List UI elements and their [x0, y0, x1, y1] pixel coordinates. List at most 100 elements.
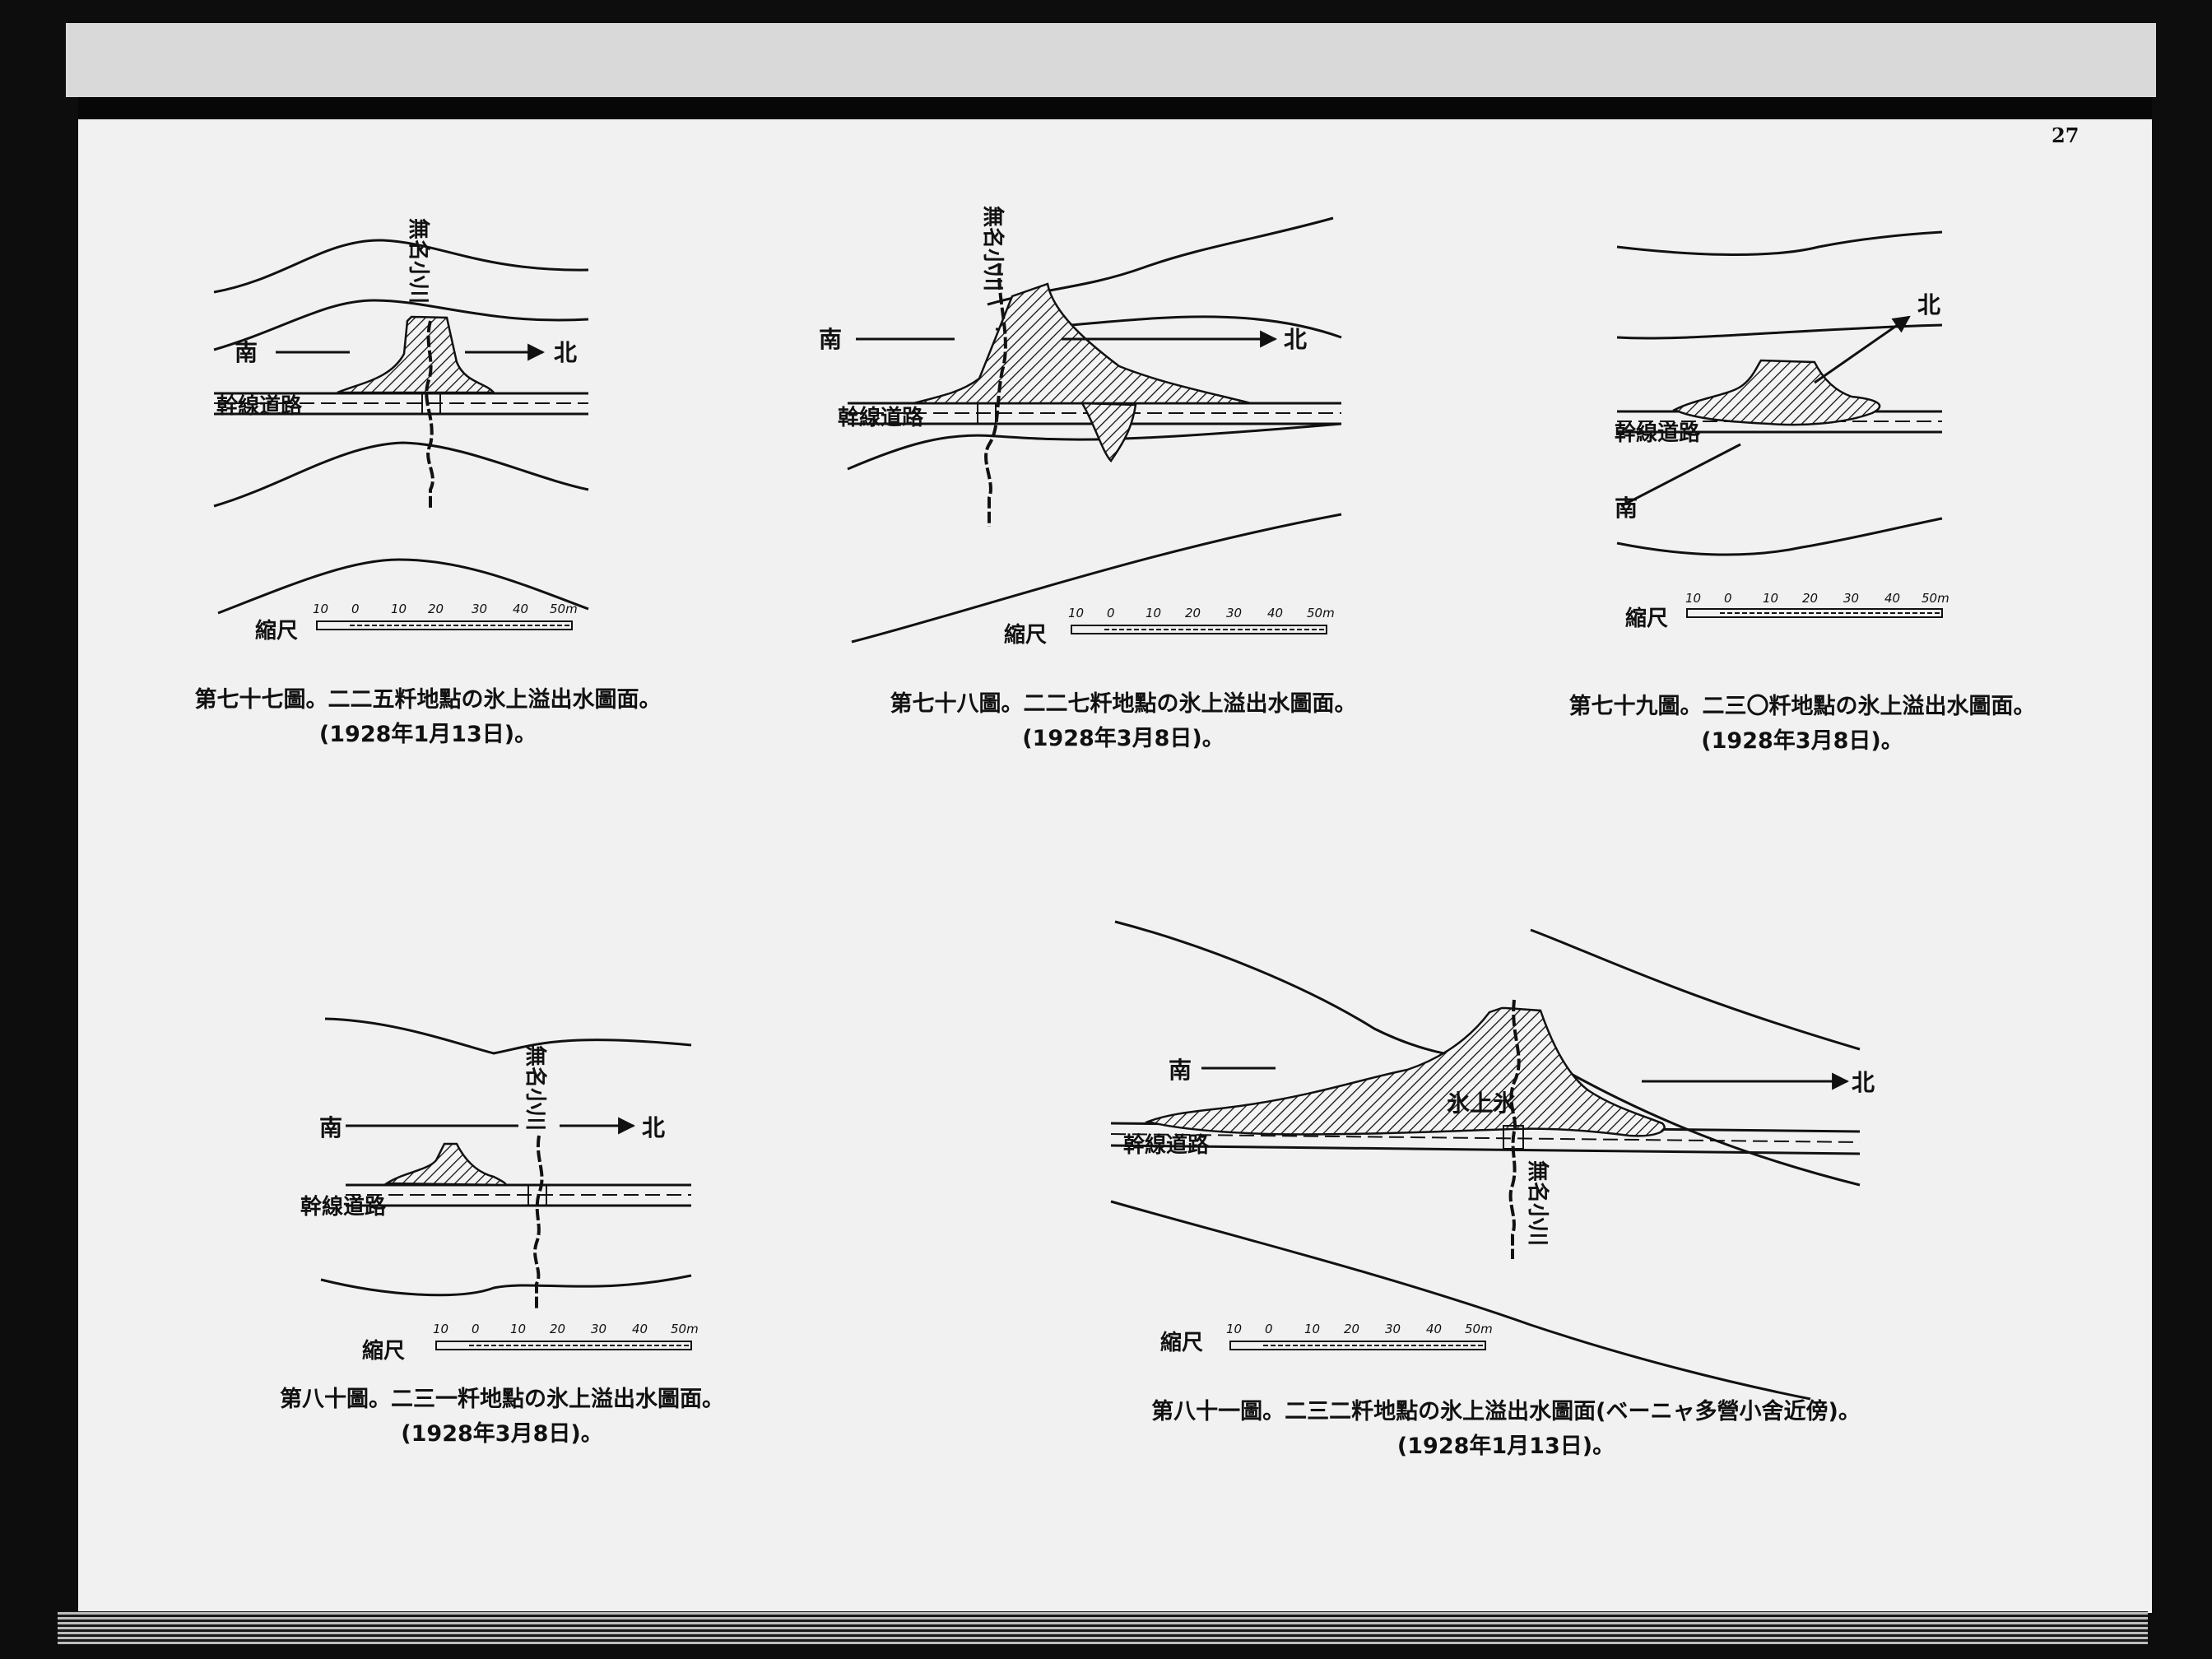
- svg-text:10: 10: [433, 1322, 448, 1336]
- north-label: 北: [642, 1114, 665, 1141]
- figure-81-caption: 第八十一圖。二三二粁地點の氷上溢出水圖面(ベーニャ多營小舍近傍)。 (1928年…: [1144, 1395, 1868, 1464]
- stream-label: 無名小川: [1525, 1160, 1550, 1246]
- culvert: [977, 402, 997, 425]
- figure-78-caption: 第七十八圖。二二七粁地點の氷上溢出水圖面。 (1928年3月8日)。: [872, 687, 1374, 756]
- south-label: 南: [819, 326, 842, 353]
- north-label: 北: [554, 339, 577, 366]
- svg-text:30: 30: [1385, 1322, 1401, 1336]
- contour-line: [1114, 920, 1523, 1061]
- north-label: 北: [1917, 291, 1940, 318]
- svg-text:10: 10: [1304, 1322, 1320, 1336]
- scan-binding-edge: [78, 97, 2152, 118]
- culvert: [421, 393, 441, 415]
- north-label: 北: [1852, 1069, 1875, 1096]
- svg-text:20: 20: [428, 602, 444, 616]
- svg-text:0: 0: [1107, 606, 1115, 620]
- caption-date: (1928年1月13日)。: [1396, 1434, 1615, 1459]
- north-label: 北: [1284, 326, 1307, 353]
- svg-text:20: 20: [1344, 1322, 1359, 1336]
- caption-date: (1928年1月13日)。: [318, 722, 537, 747]
- figure-77-diagram: 無名小川 南 北 幹線道路 縮尺 10 0 10 20 30 40 50m: [213, 218, 589, 644]
- road-centerline: [1110, 1133, 1861, 1143]
- svg-text:10: 10: [1068, 606, 1084, 620]
- page-stack-edge: [58, 1611, 2148, 1644]
- stream-label: 無名小川: [406, 218, 431, 304]
- contour-line: [217, 558, 589, 615]
- svg-text:0: 0: [1265, 1322, 1273, 1336]
- ice-overflow-area: [383, 1142, 508, 1187]
- contour-line: [1110, 1200, 1811, 1401]
- svg-text:0: 0: [472, 1322, 480, 1336]
- scale-ticks: 10 0 10 20 30 40 50m: [1685, 591, 1949, 606]
- south-label: 南: [235, 339, 258, 366]
- scale-bar: [435, 1341, 692, 1350]
- svg-text:40: 40: [1426, 1322, 1442, 1336]
- svg-text:10: 10: [313, 602, 328, 616]
- road-label: 幹線道路: [1615, 421, 1701, 446]
- svg-text:30: 30: [472, 602, 487, 616]
- scan-top-margin: [66, 23, 2156, 97]
- scale-ticks: 10 0 10 20 30 40 50m: [313, 602, 578, 616]
- svg-text:20: 20: [1185, 606, 1201, 620]
- caption-title: 第七十九圖。二三〇粁地點の氷上溢出水圖面。: [1568, 694, 2036, 719]
- svg-text:0: 0: [1724, 591, 1732, 606]
- contour-line: [1616, 323, 1943, 340]
- contour-line: [213, 441, 589, 508]
- figure-81-diagram: 氷上氷 南 北 幹線道路 無名小川 縮尺 10 0 10 20 30 40 50…: [1110, 920, 1875, 1401]
- road-label: 幹線道路: [1123, 1132, 1210, 1158]
- road-edge: [1110, 1144, 1861, 1155]
- scale-label: 縮尺: [362, 1338, 405, 1364]
- ice-overflow-area: [337, 315, 496, 394]
- scale-bar: [1686, 608, 1943, 618]
- svg-text:50m: 50m: [671, 1322, 699, 1336]
- contour-line: [1616, 517, 1943, 556]
- south-label: 南: [319, 1114, 342, 1141]
- ice-overflow-area: [1080, 402, 1137, 462]
- svg-text:50m: 50m: [1307, 606, 1335, 620]
- caption-title: 第七十七圖。二二五粁地點の氷上溢出水圖面。: [194, 687, 662, 713]
- scale-ticks: 10 0 10 20 30 40 50m: [433, 1322, 699, 1336]
- scale-label: 縮尺: [1625, 606, 1668, 631]
- contour-line: [213, 239, 589, 294]
- contour-line: [1530, 928, 1861, 1051]
- stream-line: [1508, 999, 1521, 1259]
- caption-date: (1928年3月8日)。: [1022, 726, 1224, 751]
- caption-date: (1928年3月8日)。: [1701, 728, 1903, 754]
- contour-line: [320, 1274, 692, 1297]
- caption-title: 第八十圖。二三一粁地點の氷上溢出水圖面。: [280, 1387, 724, 1412]
- svg-text:50m: 50m: [1465, 1322, 1493, 1336]
- contour-line: [851, 513, 1342, 644]
- caption-title: 第八十一圖。二三二粁地點の氷上溢出水圖面(ベーニャ多營小舍近傍)。: [1151, 1399, 1861, 1424]
- ice-overflow-area: [1144, 1006, 1666, 1137]
- svg-text:30: 30: [591, 1322, 606, 1336]
- svg-text:10: 10: [510, 1322, 526, 1336]
- ice-overflow-area: [913, 282, 1252, 405]
- south-label: 南: [1615, 495, 1638, 522]
- road-label: 幹線道路: [838, 405, 924, 430]
- stream-line: [984, 263, 1007, 527]
- figure-79-caption: 第七十九圖。二三〇粁地點の氷上溢出水圖面。 (1928年3月8日)。: [1568, 690, 2037, 759]
- svg-text:20: 20: [1802, 591, 1818, 606]
- culvert: [1503, 1125, 1524, 1150]
- south-arrow-line: [1620, 443, 1741, 508]
- scale-label: 縮尺: [1160, 1330, 1203, 1355]
- svg-text:10: 10: [1226, 1322, 1242, 1336]
- stream-line: [425, 320, 434, 510]
- svg-text:20: 20: [550, 1322, 565, 1336]
- caption-date: (1928年3月8日)。: [401, 1421, 603, 1447]
- page-number: 27: [2052, 123, 2080, 147]
- svg-text:40: 40: [1267, 606, 1283, 620]
- scale-ticks: 10 0 10 20 30 40 50m: [1226, 1322, 1493, 1336]
- svg-text:10: 10: [1685, 591, 1701, 606]
- scale-label: 縮尺: [1004, 622, 1047, 648]
- stream-label: 無名小川: [523, 1045, 548, 1131]
- north-arrow: [1814, 315, 1911, 384]
- svg-text:10: 10: [391, 602, 407, 616]
- scale-label: 縮尺: [255, 618, 298, 644]
- figure-78-diagram: 無名小川 南 北 幹線道路 縮尺 10 0 10 20 30 40 50m: [819, 206, 1342, 648]
- scale-bar: [316, 620, 573, 630]
- scale-ticks: 10 0 10 20 30 40 50m: [1068, 606, 1335, 620]
- ice-label: 氷上氷: [1447, 1090, 1517, 1117]
- stream-line: [533, 1135, 544, 1308]
- contour-line: [213, 299, 589, 351]
